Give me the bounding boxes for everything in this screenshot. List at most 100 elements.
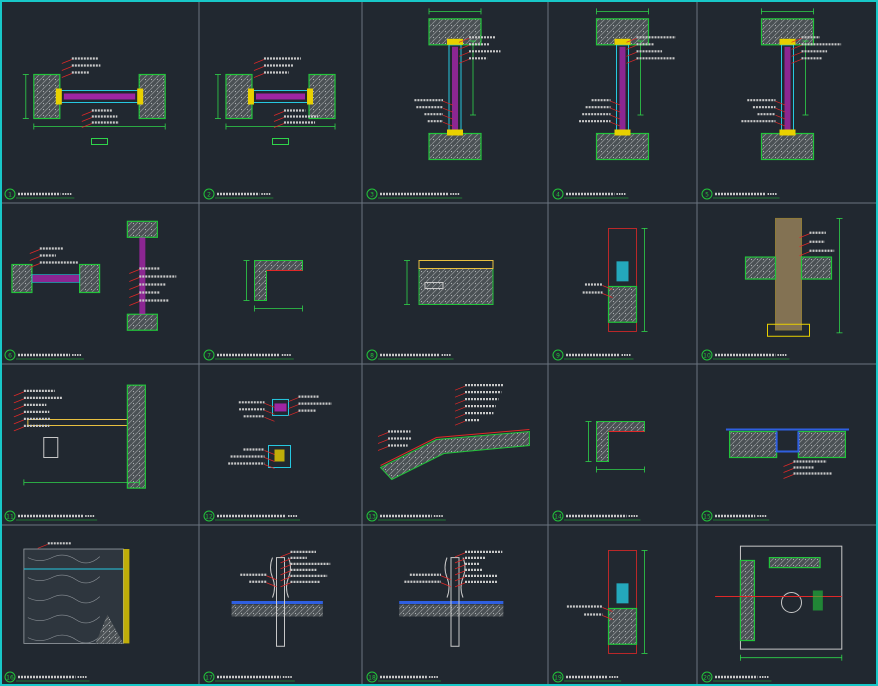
- glass-pane: [63, 93, 136, 100]
- leader-line: [791, 37, 802, 43]
- leader-line: [775, 114, 786, 120]
- leader-line: [783, 462, 794, 467]
- leader-line: [454, 558, 466, 564]
- leader-line: [264, 416, 275, 422]
- leader-line: [264, 450, 275, 455]
- concrete-block: [428, 132, 482, 161]
- leader-line: [37, 543, 48, 549]
- leader-line: [61, 66, 72, 71]
- window-opening: [43, 437, 59, 458]
- seal-strip: [779, 38, 796, 45]
- detail-panel: 18: [366, 550, 504, 683]
- tag-box: [91, 138, 108, 145]
- detail-number: 9: [556, 353, 560, 360]
- detail-number-circle: [366, 671, 378, 683]
- concrete-block: [739, 559, 756, 642]
- leader-line: [13, 391, 25, 397]
- corner-section: [254, 260, 303, 301]
- slope-section: [379, 430, 530, 481]
- leader-line: [454, 420, 466, 426]
- detail-number-circle: [701, 349, 713, 361]
- leader-line: [129, 301, 140, 306]
- detail-number: 3: [370, 192, 374, 199]
- stone-vein: [27, 614, 101, 624]
- leader-line: [440, 575, 452, 581]
- concrete-block: [126, 220, 158, 238]
- detail-number-circle: [4, 510, 16, 522]
- seal-strip: [447, 129, 463, 136]
- leader-line: [799, 251, 810, 257]
- leader-line: [442, 107, 454, 113]
- concrete-block: [760, 132, 815, 161]
- concrete-block: [126, 384, 146, 489]
- leader-line: [440, 582, 452, 588]
- detail-number-circle: [552, 671, 564, 683]
- profile-insert: [274, 449, 285, 462]
- leader-line: [602, 607, 613, 612]
- detail-number: 6: [8, 353, 12, 360]
- column-body: [775, 217, 802, 331]
- concrete-block: [595, 132, 650, 161]
- leader-line: [273, 117, 285, 122]
- leader-line: [377, 439, 389, 444]
- leader-line: [81, 123, 92, 128]
- leader-line: [626, 51, 637, 57]
- detail-number: 20: [703, 675, 711, 682]
- glass-pane: [619, 46, 626, 132]
- leader-line: [775, 100, 786, 106]
- detail-panel: 1: [4, 57, 166, 200]
- glass-pane: [452, 46, 458, 132]
- concrete-block: [126, 313, 158, 331]
- leader-line: [29, 263, 40, 268]
- concrete-block: [744, 256, 777, 280]
- leader-line: [280, 564, 291, 570]
- leader-line: [288, 397, 299, 402]
- detail-panel: 7: [203, 260, 303, 361]
- seal-strip: [614, 38, 631, 45]
- pipe-flange: [270, 557, 275, 598]
- leader-line: [783, 474, 794, 479]
- leader-line: [458, 37, 470, 43]
- drain-pipe: [781, 592, 802, 613]
- leader-line: [129, 285, 140, 290]
- seal-strip: [307, 88, 314, 105]
- gutter-channel: [775, 431, 800, 453]
- leader-line: [791, 51, 802, 57]
- detail-panel: 11: [4, 384, 146, 522]
- seal-strip: [55, 88, 62, 105]
- wall-outline: [608, 228, 637, 332]
- leader-line: [129, 269, 140, 274]
- leader-line: [454, 399, 466, 405]
- ground-layer: [231, 604, 323, 617]
- slab-section: [418, 268, 494, 305]
- leader-line: [454, 406, 466, 412]
- leader-line: [454, 552, 466, 558]
- leader-line: [442, 121, 454, 127]
- detail-number: 15: [703, 514, 711, 521]
- concrete-block: [11, 263, 33, 294]
- leader-line: [454, 576, 466, 582]
- tag-box: [272, 138, 289, 145]
- leader-line: [266, 575, 277, 581]
- detail-panel: 17: [203, 550, 331, 683]
- detail-number: 14: [554, 514, 562, 521]
- glass-pane: [255, 93, 306, 100]
- leader-line: [266, 582, 277, 588]
- leader-line: [454, 582, 466, 588]
- concrete-block: [768, 556, 821, 569]
- detail-panel: 15: [701, 428, 850, 522]
- leader-line: [458, 44, 470, 50]
- detail-number: 16: [6, 675, 14, 682]
- detail-number-circle: [701, 188, 713, 200]
- leader-line: [264, 409, 275, 415]
- stone-vein: [27, 574, 101, 584]
- seal-strip: [614, 129, 631, 136]
- leader-line: [626, 37, 637, 43]
- pipe-body: [450, 557, 460, 647]
- detail-number-circle: [4, 349, 16, 361]
- detail-number: 12: [205, 514, 213, 521]
- detail-number-circle: [4, 188, 16, 200]
- detail-panel: 2: [203, 57, 336, 200]
- leader-line: [377, 432, 389, 437]
